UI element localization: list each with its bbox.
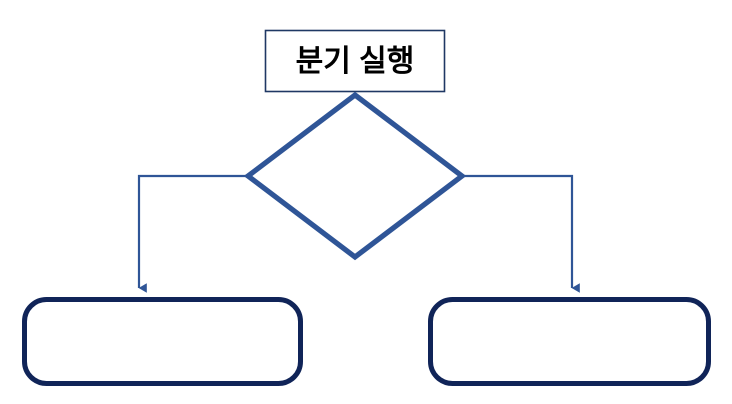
connector-branch-right [462, 174, 580, 293]
connector-branch-left [137, 174, 248, 293]
left-outcome-box-shape[interactable] [22, 297, 303, 386]
right-outcome-box-shape[interactable] [428, 297, 711, 386]
title-box-shape[interactable] [264, 29, 446, 93]
decision-diamond-shape[interactable] [243, 91, 467, 261]
